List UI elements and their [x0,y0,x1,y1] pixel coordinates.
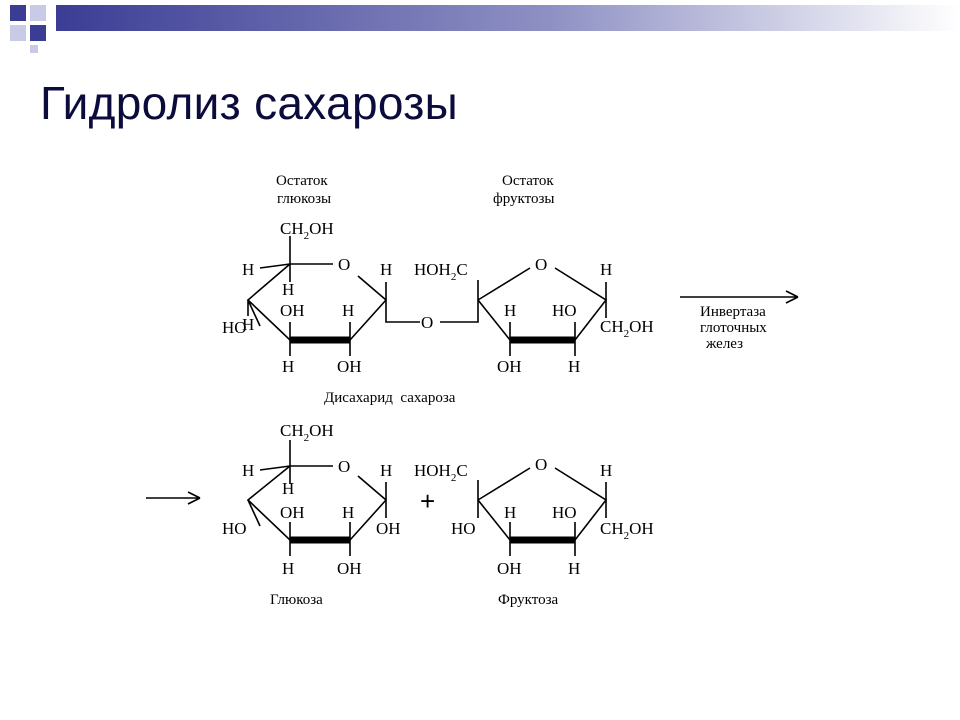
ring-oxygen: O [338,457,350,476]
glucose-molecule: CH2OH O H H HO OH H H OH H OH Глюкоза [222,421,401,608]
fructose-ring: O HOH2C H H HO OH H CH2OH [414,255,654,376]
slide-title: Гидролиз сахарозы [40,77,458,129]
hoh2c-group: HOH2C [414,461,468,484]
ch2oh-group: CH2OH [280,219,334,242]
glucose-ring: O CH2OH H H H HO OH H H OH H [222,219,392,376]
ring-oxygen: O [535,255,547,274]
fructose-residue-label: фруктозы [493,191,554,207]
banner-square [10,25,26,41]
c3-h: H [504,503,516,522]
fructose-molecule: O HOH2C HO H H HO OH H CH2OH Фруктоза [414,455,654,608]
ring-oxygen: O [338,255,350,274]
product-arrow [146,491,201,505]
banner-square [10,5,26,21]
c5-ring-h: H [282,280,294,299]
ch2oh-group: CH2OH [600,317,654,340]
banner-gradient-bar [56,5,960,31]
plus-sign: + [420,486,435,516]
c4-ho: HO [222,318,247,337]
c3-h: H [282,559,294,578]
c1-oh: OH [376,519,401,538]
c5-h: H [600,260,612,279]
ring-oxygen: O [535,455,547,474]
c4-h: H [242,315,254,334]
banner-square [30,25,46,41]
sucrose-molecule: Остаток глюкозы Остаток фруктозы O CH2OH… [222,173,654,406]
c2-ho: HO [451,519,476,538]
c3-h: H [282,357,294,376]
banner-square [30,45,38,53]
c1-h: H [380,461,392,480]
c2-oh: OH [337,559,362,578]
glucose-caption: Глюкоза [270,592,323,608]
glycosidic-bond [385,300,479,323]
c5-ring-h: H [282,479,294,498]
c5-h: H [242,461,254,480]
sucrose-caption: Дисахарид сахароза [324,390,456,406]
enzyme-label: глоточных [700,320,767,336]
c2-h: H [342,503,354,522]
ch2oh-group: CH2OH [600,519,654,542]
c4-ho: HO [552,503,577,522]
c2-h: H [342,301,354,320]
glucose-residue-label: глюкозы [277,191,331,207]
c4-h: H [568,357,580,376]
fructose-caption: Фруктоза [498,592,559,608]
banner-square [30,5,46,21]
enzyme-label: желез [705,336,743,352]
c3-oh: OH [280,503,305,522]
fructose-residue-label: Остаток [502,173,554,189]
c1-h: H [380,260,392,279]
enzyme-label: Инвертаза [700,304,766,320]
glycosidic-oxygen: O [421,313,433,332]
c4-ho: HO [552,301,577,320]
c3-oh: OH [280,301,305,320]
ch2oh-group: CH2OH [280,421,334,444]
c4-ho: HO [222,519,247,538]
enzyme-arrow: Инвертаза глоточных желез [680,290,799,352]
c5-h: H [600,461,612,480]
c3-oh: OH [497,559,522,578]
hoh2c-group: HOH2C [414,260,468,283]
c4-h: H [568,559,580,578]
c3-oh: OH [497,357,522,376]
c2-oh: OH [337,357,362,376]
c3-h: H [504,301,516,320]
title-banner [10,5,960,53]
c5-h: H [242,260,254,279]
glucose-residue-label: Остаток [276,173,328,189]
